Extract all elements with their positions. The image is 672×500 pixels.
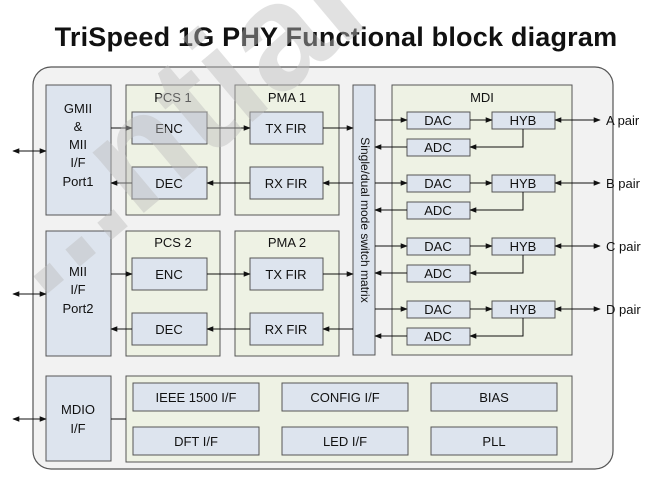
dft-block [132, 426, 260, 456]
port1-line1: GMII [64, 101, 92, 116]
pma1-rx-block [249, 166, 324, 200]
ieee1500-label: IEEE 1500 I/F [156, 390, 237, 405]
signal-arrows [12, 117, 601, 422]
hyb-d-label: HYB [510, 302, 537, 317]
hyb-b-label: HYB [510, 176, 537, 191]
port2-line1: MII [69, 264, 87, 279]
pcs2-enc-block [131, 257, 208, 291]
led-block [281, 426, 409, 456]
pcs2-enc-label: ENC [155, 267, 182, 282]
hyb-to-adc-b-arrow [469, 192, 524, 213]
diagram-title: TriSpeed 1G PHY Functional block diagram [54, 22, 618, 52]
pma1-label: PMA 1 [268, 90, 306, 105]
bias-label: BIAS [479, 390, 509, 405]
pma2-label: PMA 2 [268, 235, 306, 250]
pair-d-label: D pair [606, 302, 641, 317]
pma1-tx-label: TX FIR [265, 121, 306, 136]
port1-line3: MII [69, 137, 87, 152]
pll-label: PLL [482, 434, 505, 449]
pcs1-dec-label: DEC [155, 176, 182, 191]
config-label: CONFIG I/F [310, 390, 379, 405]
pair-a-label: A pair [606, 113, 640, 128]
port2-line3: Port2 [62, 301, 93, 316]
pcs1-label: PCS 1 [154, 90, 192, 105]
pma1-rx-label: RX FIR [265, 176, 308, 191]
mdio-line1: MDIO [61, 402, 95, 417]
adc-c-label: ADC [424, 266, 451, 281]
port2-line2: I/F [70, 282, 85, 297]
port1-line4: I/F [70, 155, 85, 170]
pair-c-label: C pair [606, 239, 641, 254]
adc-a-label: ADC [424, 140, 451, 155]
pma2-tx-block [249, 257, 324, 291]
pma2-rx-block [249, 312, 324, 346]
pcs1-enc-label: ENC [155, 121, 182, 136]
hyb-to-adc-a-arrow [469, 129, 524, 150]
hyb-to-adc-c-arrow [469, 255, 524, 276]
pma2-tx-label: TX FIR [265, 267, 306, 282]
mdio-block [45, 375, 112, 462]
dft-label: DFT I/F [174, 434, 218, 449]
hyb-a-label: HYB [510, 113, 537, 128]
mdi-label: MDI [470, 90, 494, 105]
bias-block [430, 382, 558, 412]
led-label: LED I/F [323, 434, 367, 449]
pcs2-label: PCS 2 [154, 235, 192, 250]
pcs1-dec-block [131, 166, 208, 200]
port1-line2: & [74, 119, 83, 134]
hyb-to-adc-d-arrow [469, 318, 524, 339]
dac-c-label: DAC [424, 239, 451, 254]
dac-b-label: DAC [424, 176, 451, 191]
adc-d-label: ADC [424, 329, 451, 344]
mdio-line2: I/F [70, 421, 85, 436]
pll-block [430, 426, 558, 456]
pcs2-dec-block [131, 312, 208, 346]
switch-matrix-block [352, 84, 376, 356]
dac-a-label: DAC [424, 113, 451, 128]
pma2-rx-label: RX FIR [265, 322, 308, 337]
pcs1-enc-block [131, 111, 208, 145]
adc-b-label: ADC [424, 203, 451, 218]
port1-block [45, 84, 112, 216]
ieee1500-block [132, 382, 260, 412]
config-block [281, 382, 409, 412]
port1-line5: Port1 [62, 174, 93, 189]
pcs2-dec-label: DEC [155, 322, 182, 337]
dac-d-label: DAC [424, 302, 451, 317]
hyb-c-label: HYB [510, 239, 537, 254]
pair-b-label: B pair [606, 176, 641, 191]
switch-matrix-label: Single/dual mode switch matrix [358, 137, 372, 302]
pma1-tx-block [249, 111, 324, 145]
